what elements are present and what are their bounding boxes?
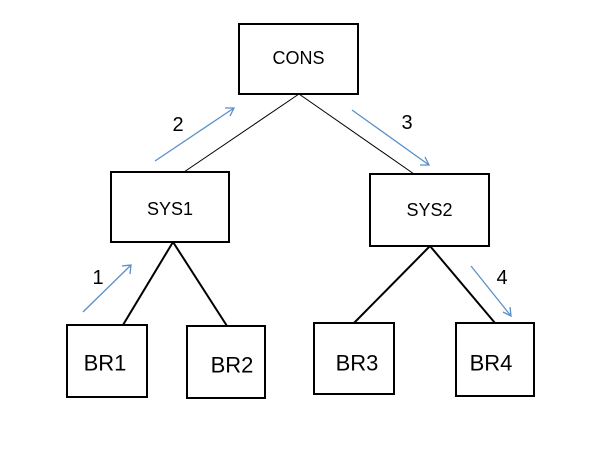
arrow-step-1 [82, 264, 132, 313]
node-sys2: SYS2 [369, 173, 490, 247]
edge-cons-sys1 [183, 93, 300, 173]
arrow-step-2 [154, 107, 236, 162]
node-br1: BR1 [66, 324, 148, 398]
node-cons-box [238, 23, 359, 95]
node-br4-box [455, 322, 535, 397]
node-br2: BR2 [186, 325, 266, 399]
node-sys2-label: SYS2 [406, 200, 452, 220]
edge-sys1-br1 [122, 241, 174, 326]
edge-cons-sys2 [298, 93, 415, 175]
node-sys1: SYS1 [110, 171, 230, 243]
arrow-step-4 [470, 265, 512, 318]
node-br2-label: BR2 [211, 353, 254, 378]
arrow-step-3 [351, 109, 431, 166]
node-br1-box [66, 324, 148, 398]
step-label-3: 3 [401, 112, 412, 134]
step-label-1: 1 [92, 267, 103, 289]
edge-sys2-br4 [429, 245, 496, 324]
edge-sys1-br2 [172, 241, 228, 327]
node-br3-label: BR3 [336, 351, 379, 376]
node-cons: CONS [238, 23, 359, 95]
step-label-4: 4 [496, 267, 507, 289]
node-br4-label: BR4 [470, 351, 513, 376]
node-br1-label: BR1 [84, 351, 127, 376]
node-br3: BR3 [313, 322, 395, 395]
node-br2-box [186, 325, 266, 399]
step-label-2: 2 [172, 114, 183, 136]
edge-sys2-br3 [353, 245, 431, 324]
node-sys1-label: SYS1 [147, 199, 193, 219]
node-sys2-box [369, 173, 490, 247]
node-br3-box [313, 322, 395, 395]
node-br4: BR4 [455, 322, 535, 397]
node-sys1-box [110, 171, 230, 243]
node-cons-label: CONS [272, 48, 324, 68]
